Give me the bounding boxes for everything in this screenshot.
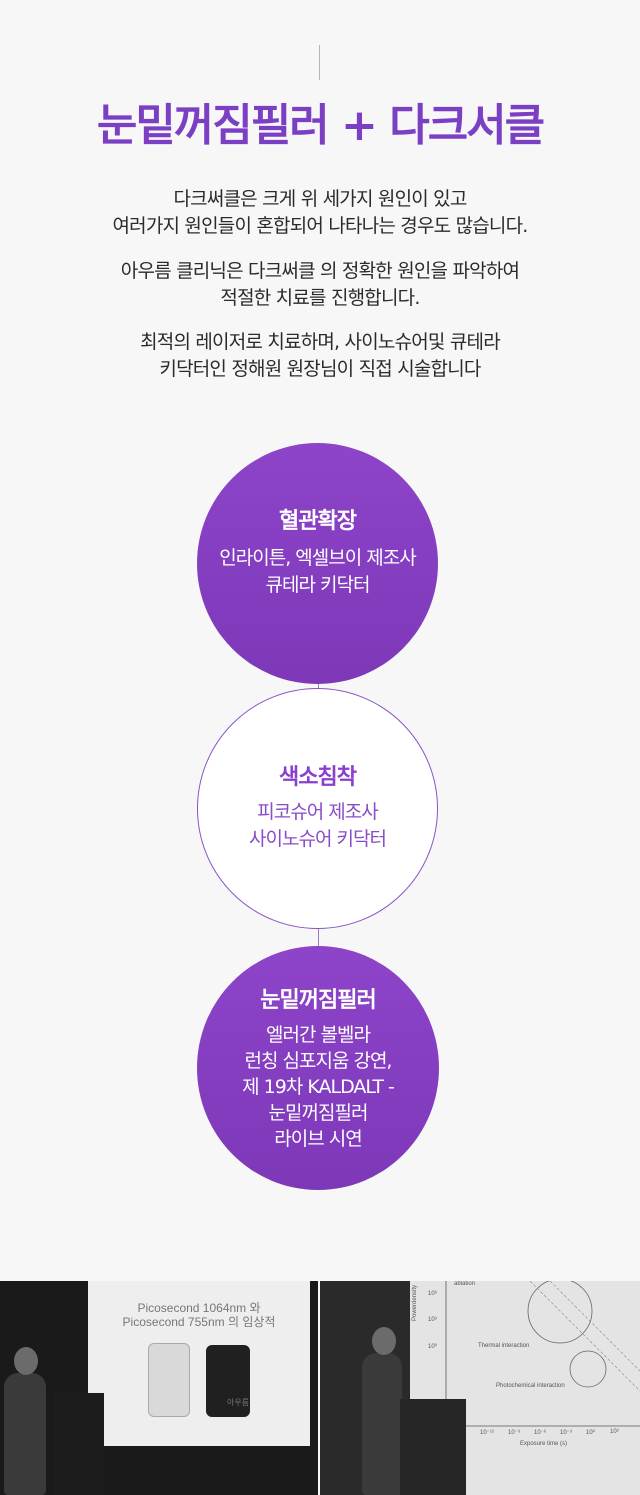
circle-line: 런칭 심포지움 강연, xyxy=(244,1050,393,1072)
circle-title: 색소침착 xyxy=(279,765,357,790)
description-line: 최적의 레이저로 치료하며, 사이노슈어및 큐테라 xyxy=(140,331,501,353)
chart-region-label: Photochemical interaction xyxy=(496,1383,565,1389)
circle-line: 인라이튼, 엑셀브이 제조사 xyxy=(219,547,416,569)
speaker-head xyxy=(14,1347,38,1375)
chart-xlabel: Exposure time (s) xyxy=(520,1441,568,1447)
chart-xtick: 10⁻⁹ xyxy=(508,1430,521,1436)
circle-line: 피코슈어 제조사 xyxy=(257,801,378,823)
slide-line: Picosecond 1064nm 와 xyxy=(137,1301,261,1315)
lecture-photo-1: Picosecond 1064nm 와 Picosecond 755nm 의 임… xyxy=(0,1281,318,1495)
description-line: 적절한 치료를 진행합니다. xyxy=(220,287,420,309)
laser-device-image xyxy=(148,1343,190,1417)
slide-line: Picosecond 755nm 의 임상적 xyxy=(122,1315,276,1329)
circle-body: 엘러간 볼벨라 런칭 심포지움 강연, 제 19차 KALDALT - 눈밑꺼짐… xyxy=(197,1022,439,1152)
cause-circle-pigmentation: 색소침착 피코슈어 제조사 사이노슈어 키닥터 xyxy=(197,688,438,929)
lecture-photo-2: Powerdensity 10⁶ 10³ 10⁰ ablation Therma… xyxy=(320,1281,640,1495)
cause-circle-vascular: 혈관확장 인라이튼, 엑셀브이 제조사 큐테라 키닥터 xyxy=(197,443,438,684)
page-title: 눈밑꺼짐필러 + 다크서클 xyxy=(96,100,545,151)
chart-region-label: Thermal interaction xyxy=(478,1343,530,1349)
chart-ylabel: Powerdensity xyxy=(412,1284,418,1321)
chart-tick: 10⁶ xyxy=(428,1291,438,1297)
description-block-1: 다크써클은 크게 위 세가지 원인이 있고 여러가지 원인들이 혼합되어 나타나… xyxy=(0,186,640,240)
circle-line: 라이브 시연 xyxy=(274,1128,362,1150)
chart-xtick: 10³ xyxy=(610,1429,619,1435)
description-block-2: 아우름 클리닉은 다크써클 의 정확한 원인을 파악하여 적절한 치료를 진행합… xyxy=(0,258,640,312)
circle-title: 눈밑꺼짐필러 xyxy=(260,988,376,1013)
circle-line: 큐테라 키닥터 xyxy=(265,574,371,596)
chart-xtick: 10⁻¹² xyxy=(480,1430,494,1436)
circle-line: 엘러간 볼벨라 xyxy=(266,1024,371,1046)
speaker-figure xyxy=(362,1353,402,1495)
description-line: 아우름 클리닉은 다크써클 의 정확한 원인을 파악하여 xyxy=(120,260,520,282)
speaker-figure xyxy=(4,1373,46,1495)
slide-caption: 아우름 xyxy=(226,1398,250,1407)
chart-xtick: 10⁰ xyxy=(586,1430,596,1436)
speaker-head xyxy=(372,1327,396,1355)
description-line: 키닥터인 정해원 원장님이 직접 시술합니다 xyxy=(159,358,481,380)
lecture-photos: Picosecond 1064nm 와 Picosecond 755nm 의 임… xyxy=(0,1281,640,1495)
chart-tick: 10⁰ xyxy=(428,1344,438,1350)
description-line: 여러가지 원인들이 혼합되어 나타나는 경우도 많습니다. xyxy=(112,215,528,237)
top-divider xyxy=(319,45,320,80)
circle-line: 사이노슈어 키닥터 xyxy=(249,828,387,850)
chart-xtick: 10⁻⁶ xyxy=(534,1430,547,1436)
circle-title: 혈관확장 xyxy=(279,509,357,534)
podium xyxy=(54,1393,104,1495)
chart-region-label: ablation xyxy=(454,1281,476,1287)
podium xyxy=(400,1399,466,1495)
projection-screen: Picosecond 1064nm 와 Picosecond 755nm 의 임… xyxy=(88,1281,310,1446)
circle-body: 인라이튼, 엑셀브이 제조사 큐테라 키닥터 xyxy=(197,545,438,599)
circle-line: 제 19차 KALDALT - xyxy=(242,1076,395,1098)
description-line: 다크써클은 크게 위 세가지 원인이 있고 xyxy=(173,188,467,210)
laser-device-image xyxy=(206,1345,250,1417)
circle-body: 피코슈어 제조사 사이노슈어 키닥터 xyxy=(198,799,437,853)
cause-circle-filler: 눈밑꺼짐필러 엘러간 볼벨라 런칭 심포지움 강연, 제 19차 KALDALT… xyxy=(197,946,439,1190)
description-block-3: 최적의 레이저로 치료하며, 사이노슈어및 큐테라 키닥터인 정해원 원장님이 … xyxy=(0,329,640,383)
connector-line xyxy=(318,928,319,948)
circle-line: 눈밑꺼짐필러 xyxy=(268,1102,369,1124)
chart-tick: 10³ xyxy=(428,1317,437,1323)
chart-xtick: 10⁻³ xyxy=(560,1430,572,1436)
